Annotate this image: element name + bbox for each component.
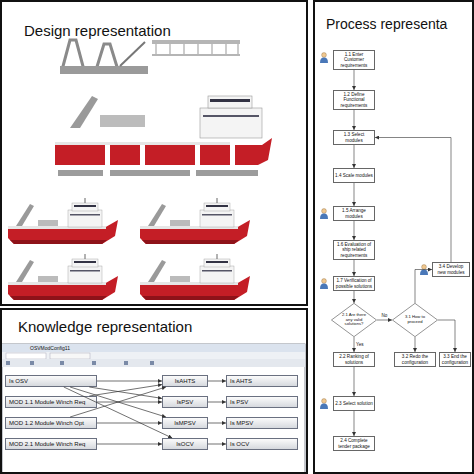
- box-text: 1.6 Evaluation of ship related requireme…: [335, 242, 373, 258]
- box-text: 3.3 End the configuration: [441, 354, 469, 365]
- rule-box: IsAHTS: [162, 375, 208, 387]
- box-text: 1.5 Arrange modules: [335, 208, 373, 219]
- decision-text: 3.1 How to proceed: [401, 315, 430, 324]
- box-text: 1.1 Enter Customer requirements: [335, 52, 373, 68]
- decision-diamond: 2.1 Are there any valid solutions?: [331, 303, 377, 337]
- flow-arrow: [377, 320, 392, 321]
- box-text: 2.2 Ranking of solutions: [335, 354, 373, 365]
- process-box: 2.2 Ranking of solutions: [333, 352, 375, 367]
- box-text: 1.2 Define Functional requirements: [335, 92, 373, 108]
- box-text: Is MPSV: [230, 420, 253, 426]
- box-text: MOD 2.1 Module Winch Req: [9, 441, 85, 447]
- process-box: 3.2 Redo the configuration: [394, 352, 436, 367]
- process-box: 1.5 Arrange modules: [333, 206, 375, 221]
- rule-box: Is PSV: [226, 396, 298, 408]
- flow-arrow: [354, 110, 355, 130]
- box-text: 3.2 Redo the configuration: [396, 354, 434, 365]
- edge-label: No: [382, 313, 388, 318]
- box-text: 1.3 Select modules: [335, 132, 373, 143]
- edge-label: Yes: [356, 342, 364, 347]
- box-text: MOD 1.2 Module Winch Opt: [9, 420, 84, 426]
- decision-diamond: 3.1 How to proceed: [392, 303, 438, 337]
- panel: Design representation: [0, 0, 308, 306]
- rule-box: MOD 2.1 Module Winch Req: [5, 438, 97, 450]
- panel-heading: Knowledge representation: [18, 318, 192, 335]
- flow-arrow: [354, 411, 355, 436]
- process-box: 1.6 Evaluation of ship related requireme…: [333, 240, 375, 260]
- flow-arrow: [354, 70, 355, 90]
- box-text: Is AHTS: [230, 378, 252, 384]
- box-text: MOD 1.1 Module Winch Req: [9, 399, 85, 405]
- decision-text: 2.1 Are there any valid solutions?: [340, 313, 369, 327]
- flow-arrow: [415, 337, 416, 352]
- panel-heading: Process representa: [326, 16, 447, 32]
- tool-window: [2, 344, 305, 474]
- process-box: 1.4 Scale modules: [333, 168, 375, 183]
- flow-arrow: [354, 367, 355, 396]
- flow-arrow: [97, 402, 162, 403]
- process-box: 3.3 End the configuration: [439, 352, 471, 367]
- flow-arrow: [89, 385, 162, 396]
- diamond-shape: [331, 303, 376, 336]
- box-text: IsOCV: [176, 441, 194, 447]
- box-text: Is PSV: [230, 399, 248, 405]
- flow-arrow: [208, 423, 226, 424]
- rule-box: Is MPSV: [226, 417, 298, 429]
- flow-arrow: [415, 270, 432, 304]
- flow-arrow: [208, 444, 226, 445]
- flow-arrow: [438, 320, 455, 352]
- rule-box: IsMPSV: [162, 417, 208, 429]
- process-box: 3.4 Develop new modules: [432, 262, 470, 277]
- panel: Process representa 1.1 Enter Customer req…: [313, 0, 474, 474]
- window-title: OSVModConfig11: [30, 345, 70, 351]
- rule-box: Is OCV: [226, 438, 298, 450]
- flow-arrow: [97, 423, 162, 424]
- ship-variants: [8, 198, 250, 300]
- flow-arrow: [97, 444, 162, 445]
- process-box: 2.4 Complete tender package: [333, 436, 375, 451]
- rule-box: IsPSV: [162, 396, 208, 408]
- rule-box: MOD 1.2 Module Winch Opt: [5, 417, 97, 429]
- rule-box: Is AHTS: [226, 375, 298, 387]
- box-text: IsAHTS: [175, 378, 196, 384]
- flow-arrow: [354, 145, 355, 168]
- box-text: 2.4 Complete tender package: [335, 438, 373, 449]
- flow-arrow: [208, 402, 226, 403]
- flow-arrow: [375, 138, 451, 263]
- box-text: 3.4 Develop new modules: [434, 264, 468, 275]
- flow-arrow: [354, 221, 355, 240]
- box-text: IsPSV: [177, 399, 194, 405]
- flow-arrow: [97, 381, 162, 382]
- flow-arrow: [354, 291, 355, 303]
- flow-arrow: [208, 381, 226, 382]
- box-text: 1.7 Verification of possible solutions: [335, 278, 373, 289]
- box-text: Is OSV: [9, 378, 28, 384]
- process-box: 2.3 Select solution: [333, 396, 375, 411]
- process-box: 1.3 Select modules: [333, 130, 375, 145]
- flow-arrow: [354, 183, 355, 206]
- process-box: 1.1 Enter Customer requirements: [333, 50, 375, 70]
- box-text: IsMPSV: [174, 420, 196, 426]
- ship-modules: [55, 40, 272, 176]
- box-text: Is OCV: [230, 441, 249, 447]
- rule-box: IsOCV: [162, 438, 208, 450]
- diamond-shape: [392, 303, 437, 336]
- rule-box: Is OSV: [5, 375, 97, 387]
- flow-arrow: [64, 387, 172, 438]
- flow-arrow: [354, 337, 355, 352]
- rule-box: MOD 1.1 Module Winch Req: [5, 396, 97, 408]
- box-text: 1.4 Scale modules: [335, 173, 373, 178]
- panel-heading: Design representation: [24, 22, 171, 39]
- process-box: 1.7 Verification of possible solutions: [333, 276, 375, 291]
- flow-arrow: [354, 260, 355, 276]
- process-box: 1.2 Define Functional requirements: [333, 90, 375, 110]
- box-text: 2.3 Select solution: [335, 401, 373, 406]
